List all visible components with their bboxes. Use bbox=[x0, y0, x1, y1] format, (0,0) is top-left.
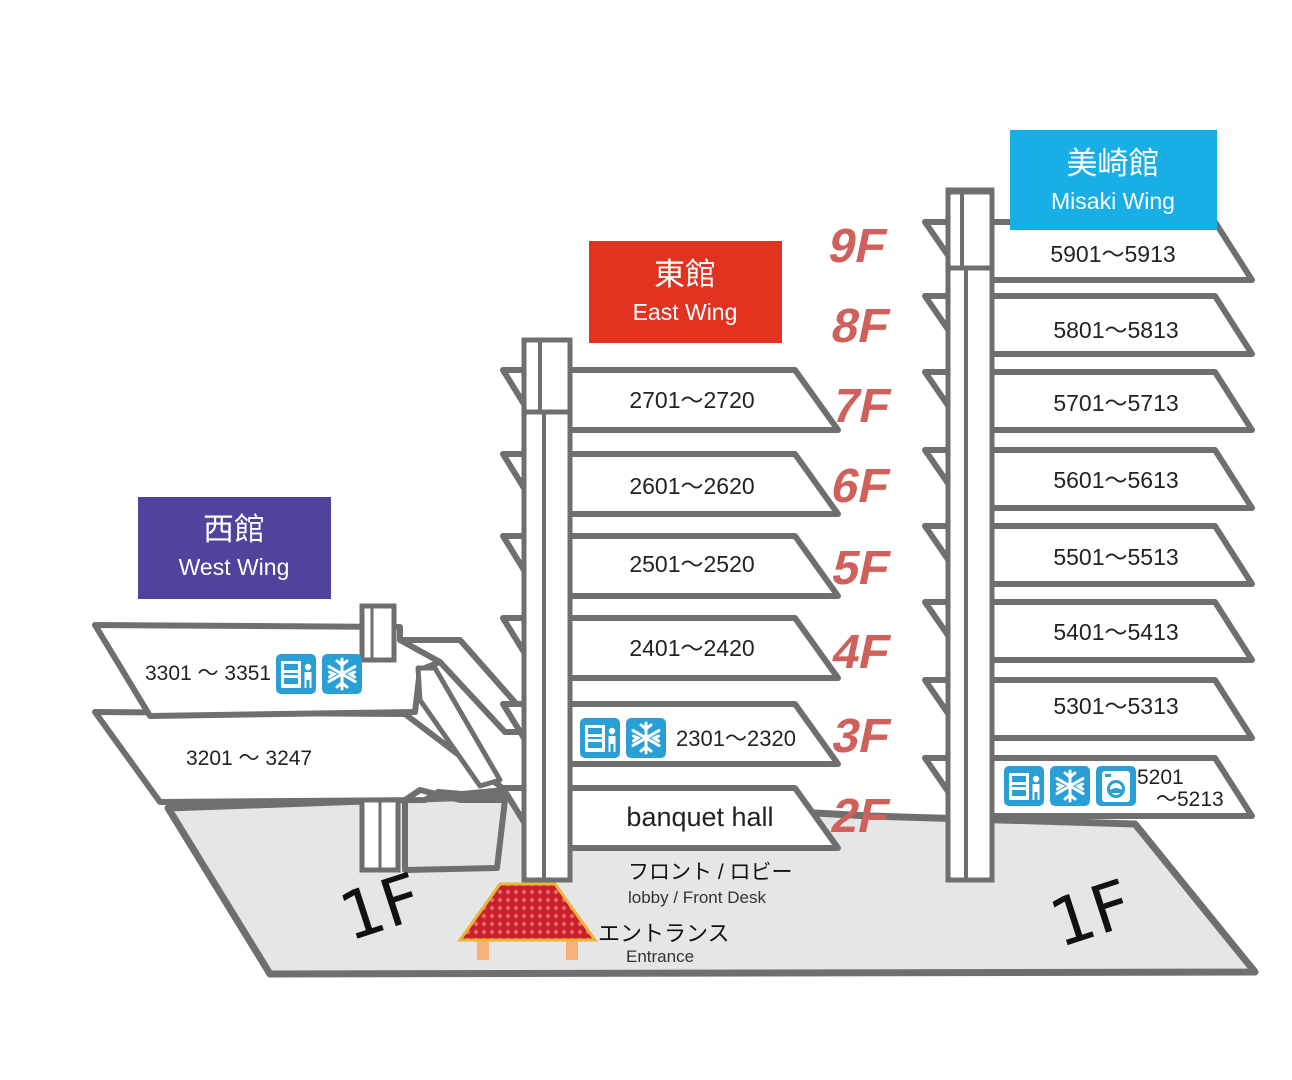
misaki-wing-label-en: Misaki Wing bbox=[1051, 188, 1175, 214]
entrance-label-jp: エントランス bbox=[598, 921, 730, 946]
east-banquet-hall: banquet hall bbox=[626, 802, 773, 832]
east-rooms-3f: 2301～2320 bbox=[676, 726, 796, 751]
misaki-rooms-7f: 5701～5713 bbox=[1053, 390, 1178, 416]
misaki-rooms-3f: 5301～5313 bbox=[1053, 693, 1178, 719]
ice-machine-icon bbox=[1050, 766, 1090, 806]
front-desk-label-jp: フロント / ロビー bbox=[628, 861, 793, 884]
east-wing-label: 東館 East Wing bbox=[589, 241, 782, 343]
east-wing-label-en: East Wing bbox=[633, 299, 738, 325]
misaki-wing-label: 美崎館 Misaki Wing bbox=[1010, 130, 1217, 230]
misaki-rooms-6f: 5601～5613 bbox=[1053, 467, 1178, 493]
east-slabs bbox=[500, 367, 841, 851]
ice-machine-icon bbox=[626, 718, 666, 758]
entrance-roof-icon bbox=[457, 882, 598, 960]
misaki-rooms-2f-line1: 5201 bbox=[1137, 766, 1184, 789]
misaki-floor-labels: 9F 8F 7F 6F 5F 4F 3F 2F bbox=[824, 219, 895, 842]
east-wing bbox=[500, 337, 841, 883]
east-rooms-7f: 2701～2720 bbox=[629, 387, 754, 413]
misaki-floor-label-7f: 7F bbox=[828, 379, 895, 432]
west-wing-label-jp: 西館 bbox=[203, 512, 265, 547]
laundry-icon bbox=[1096, 766, 1136, 806]
west-wing-label-en: West Wing bbox=[179, 554, 290, 580]
misaki-floor-label-4f: 4F bbox=[828, 625, 895, 678]
misaki-wing-label-jp: 美崎館 bbox=[1067, 146, 1160, 181]
vending-machine-icon bbox=[1004, 766, 1044, 806]
misaki-floor-label-8f: 8F bbox=[827, 299, 894, 352]
entrance-label-en: Entrance bbox=[626, 947, 694, 966]
east-rooms-6f: 2601～2620 bbox=[629, 473, 754, 499]
misaki-rooms-8f: 5801～5813 bbox=[1053, 317, 1178, 343]
misaki-floor-label-6f: 6F bbox=[827, 459, 894, 512]
front-desk-label-en: lobby / Front Desk bbox=[628, 888, 766, 907]
misaki-rooms-4f: 5401～5413 bbox=[1053, 619, 1178, 645]
misaki-floor-label-5f: 5F bbox=[828, 541, 895, 594]
vending-machine-icon bbox=[580, 718, 620, 758]
misaki-floor-label-2f: 2F bbox=[827, 789, 894, 842]
east-rooms-4f: 2401～2420 bbox=[629, 635, 754, 661]
west-wing-label: 西館 West Wing bbox=[138, 497, 331, 599]
west-rooms-3f: 3301 ～ 3351 bbox=[145, 662, 271, 685]
east-wing-label-jp: 東館 bbox=[654, 257, 716, 292]
misaki-rooms-5f: 5501～5513 bbox=[1053, 544, 1178, 570]
vending-machine-icon bbox=[276, 654, 316, 694]
misaki-floor-label-3f: 3F bbox=[828, 709, 895, 762]
misaki-floor-label-9f: 9F bbox=[824, 219, 891, 272]
misaki-rooms-2f-line2: ～5213 bbox=[1156, 788, 1224, 811]
ice-machine-icon bbox=[322, 654, 362, 694]
misaki-rooms-9f: 5901～5913 bbox=[1050, 241, 1175, 267]
east-rooms-5f: 2501～2520 bbox=[629, 551, 754, 577]
west-rooms-2f: 3201 ～ 3247 bbox=[186, 747, 312, 770]
